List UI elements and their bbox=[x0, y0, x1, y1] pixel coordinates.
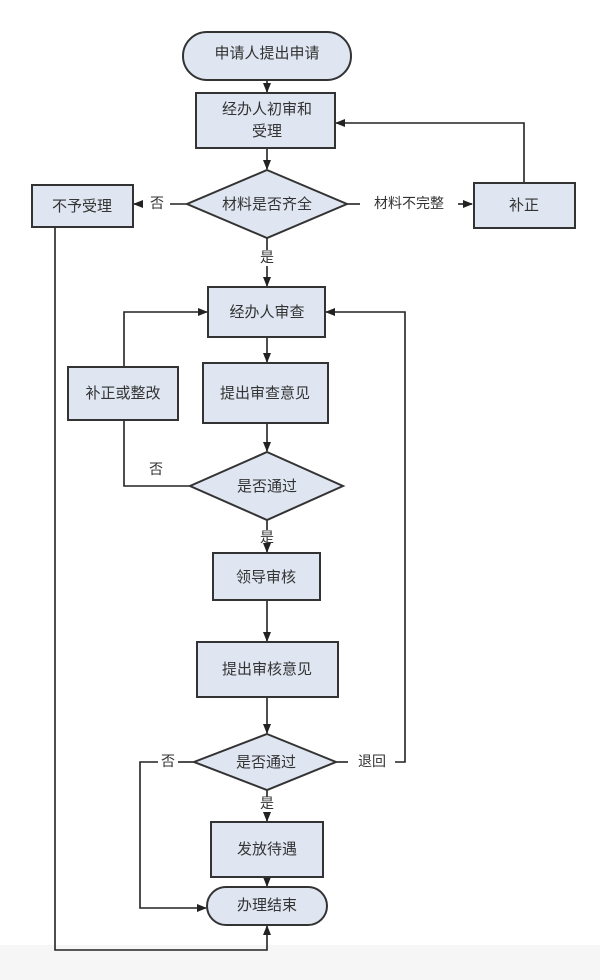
node-correct: 补正 bbox=[473, 182, 576, 229]
start-terminator bbox=[182, 31, 352, 81]
node-reject: 不予受理 bbox=[31, 184, 134, 228]
correct-label: 补正 bbox=[509, 196, 539, 214]
node-grant: 发放待遇 bbox=[210, 821, 324, 878]
reject-box bbox=[31, 184, 134, 228]
materials-diamond bbox=[184, 168, 350, 240]
officer-review-box bbox=[207, 286, 326, 338]
rectify-label: 补正或整改 bbox=[85, 384, 160, 402]
node-pass1: 是否通过 bbox=[187, 450, 346, 522]
node-pass2: 是否通过 bbox=[191, 732, 339, 792]
reject-label: 不予受理 bbox=[52, 197, 112, 215]
edge-label-yes3: 是 bbox=[260, 796, 274, 812]
node-materials-complete: 材料是否齐全 bbox=[184, 168, 350, 240]
node-correct-or-rectify: 补正或整改 bbox=[67, 366, 179, 421]
node-initial-review: 经办人初审和 受理 bbox=[195, 92, 336, 149]
arrow-correct-to-initial bbox=[335, 119, 525, 183]
node-start: 申请人提出申请 bbox=[182, 31, 352, 81]
grant-label: 发放待遇 bbox=[237, 840, 297, 858]
node-leader-review: 领导审核 bbox=[212, 552, 321, 601]
node-audit-opinion: 提出审核意见 bbox=[196, 641, 339, 698]
leader-review-label: 领导审核 bbox=[236, 568, 296, 586]
edge-label-return: 退回 bbox=[358, 754, 386, 770]
edge-label-incomplete: 材料不完整 bbox=[374, 196, 444, 212]
edge-label-yes1: 是 bbox=[260, 250, 274, 266]
review-opinion-label: 提出审查意见 bbox=[220, 384, 310, 402]
end-terminator bbox=[206, 886, 328, 926]
review-opinion-box bbox=[202, 362, 329, 424]
correct-box bbox=[473, 182, 576, 229]
officer-review-label: 经办人审查 bbox=[229, 303, 304, 321]
node-end: 办理结束 bbox=[206, 886, 328, 926]
line-no2 bbox=[123, 420, 190, 487]
node-review-opinion: 提出审查意见 bbox=[202, 362, 329, 424]
pass1-label: 是否通过 bbox=[237, 477, 297, 495]
initial-review-label-2: 受理 bbox=[252, 122, 282, 140]
edge-label-no3: 否 bbox=[161, 754, 175, 770]
leader-review-box bbox=[212, 552, 321, 601]
grant-box bbox=[210, 821, 324, 878]
rectify-box bbox=[67, 366, 179, 421]
arrow-return-to-review bbox=[325, 308, 406, 763]
arrow-rectify-to-review bbox=[123, 308, 208, 367]
audit-opinion-label: 提出审核意见 bbox=[222, 660, 312, 678]
arrow-no3-to-end bbox=[139, 761, 207, 912]
edge-label-yes2: 是 bbox=[260, 530, 274, 546]
materials-label: 材料是否齐全 bbox=[222, 195, 312, 213]
edge-label-no1: 否 bbox=[150, 196, 164, 212]
pass2-diamond bbox=[191, 732, 339, 792]
initial-review-box bbox=[195, 92, 336, 149]
audit-opinion-box bbox=[196, 641, 339, 698]
connectors bbox=[54, 80, 525, 951]
pass1-diamond bbox=[187, 450, 346, 522]
initial-review-label-1: 经办人初审和 bbox=[222, 100, 312, 118]
edge-label-no2: 否 bbox=[149, 462, 163, 478]
start-label: 申请人提出申请 bbox=[214, 44, 319, 62]
pass2-label: 是否通过 bbox=[236, 753, 296, 771]
node-officer-review: 经办人审查 bbox=[207, 286, 326, 338]
edge-labels: 否 材料不完整 是 否 是 否 退回 是 bbox=[149, 196, 444, 812]
bottom-band bbox=[0, 945, 600, 980]
arrow-reject-to-end bbox=[54, 227, 271, 951]
end-label: 办理结束 bbox=[237, 896, 297, 914]
